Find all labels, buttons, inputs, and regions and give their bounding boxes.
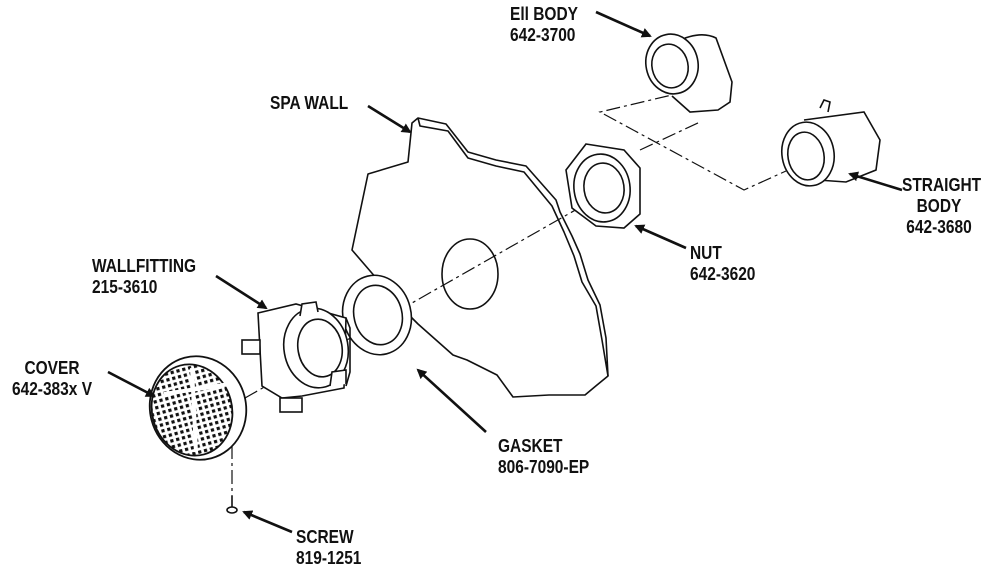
label-ell-body: Ell BODY 642-3700 [510,4,578,46]
ell-body-drawing [645,33,733,113]
label-screw: SCREW 819-1251 [296,527,361,569]
ell-body-name: Ell BODY [510,4,578,24]
straight-body-name-line2: BODY [916,196,962,216]
screw-number: 819-1251 [296,548,362,568]
straight-body-number: 642-3680 [906,217,972,237]
nut-name: NUT [690,243,722,263]
wallfitting-name: WALLFITTING [92,256,197,276]
label-nut: NUT 642-3620 [690,243,755,285]
cover-number: 642-383x V [11,379,93,399]
screw-name: SCREW [296,527,354,547]
cover-name: COVER [24,358,80,378]
spa-wall-panel [351,117,609,398]
nut-number: 642-3620 [690,264,756,284]
screw-drawing [226,496,238,514]
spa-wall-name: SPA WALL [270,93,349,113]
gasket-name: GASKET [498,436,563,456]
wallfitting-drawing [241,301,351,413]
cover-drawing [148,355,248,461]
label-wallfitting: WALLFITTING 215-3610 [92,256,196,298]
label-arrows [107,10,903,534]
label-cover: COVER 642-383x V [9,358,95,400]
straight-body-drawing [780,99,881,187]
label-straight-body: STRAIGHT BODY 642-3680 [902,175,982,238]
label-gasket: GASKET 806-7090-EP [498,436,589,478]
straight-body-name-line1: STRAIGHT [902,175,982,195]
gasket-number: 806-7090-EP [498,457,590,477]
nut-drawing [565,143,641,229]
label-spa-wall: SPA WALL [270,93,348,114]
ell-body-number: 642-3700 [510,25,576,45]
wallfitting-number: 215-3610 [92,277,158,297]
